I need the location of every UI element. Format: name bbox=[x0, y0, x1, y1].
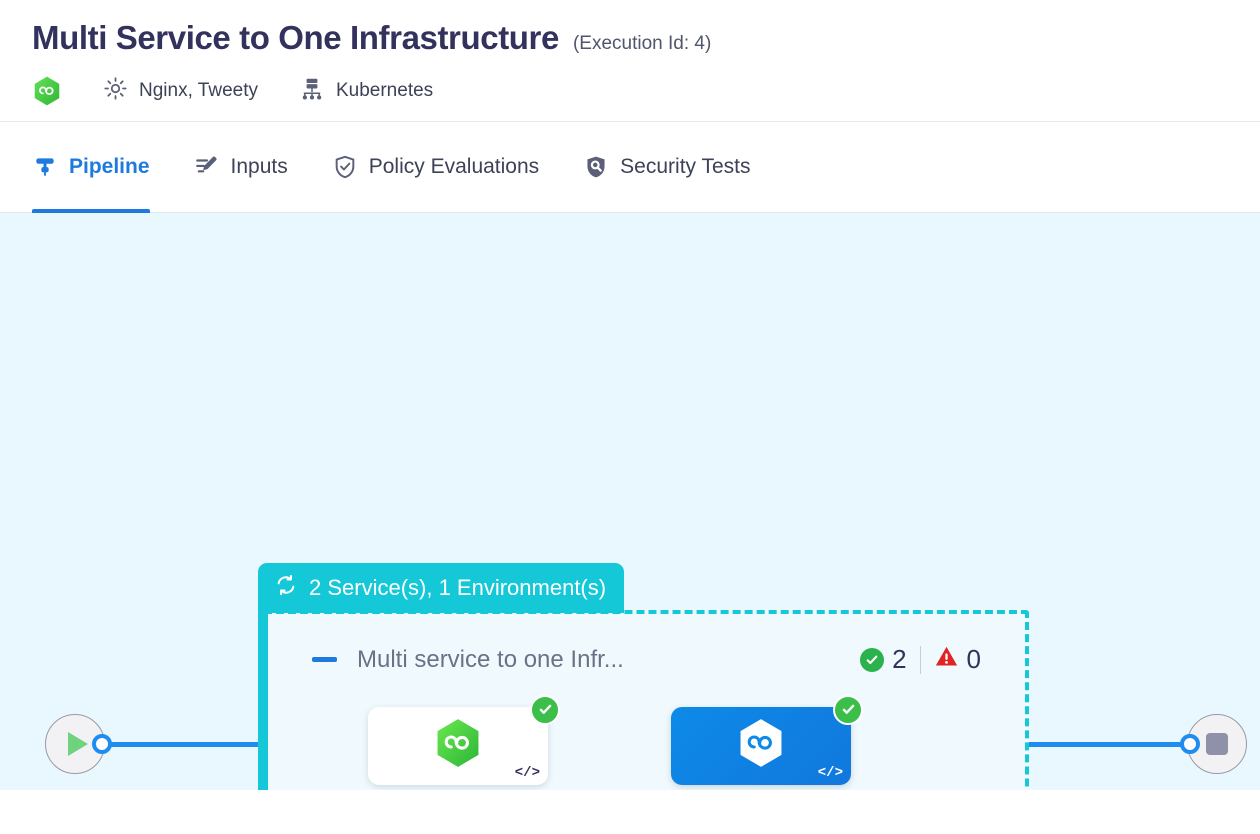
shield-search-icon bbox=[583, 154, 609, 180]
edge-start-to-group bbox=[100, 741, 265, 747]
code-glyph-icon: </> bbox=[817, 764, 843, 781]
end-node-handle[interactable] bbox=[1180, 733, 1200, 754]
service-node-tweety-card[interactable]: </> bbox=[671, 694, 863, 785]
tab-inputs-label: Inputs bbox=[230, 154, 288, 178]
error-count: 0 bbox=[966, 644, 981, 675]
start-node-handle[interactable] bbox=[92, 733, 112, 754]
group-header-label: 2 Service(s), 1 Environment(s) bbox=[309, 574, 607, 600]
hexagon-infinity-logo bbox=[738, 718, 784, 773]
edge-group-to-end bbox=[1022, 741, 1192, 747]
group-title-left: Multi service to one Infr... bbox=[312, 646, 624, 674]
service-node-nginx[interactable]: </> (Nginx): Multi service to one... bbox=[368, 694, 560, 790]
group-title-row: Multi service to one Infr... 2 bbox=[312, 644, 981, 676]
service-node-nginx-card[interactable]: </> bbox=[368, 694, 560, 785]
check-circle-icon bbox=[833, 694, 863, 725]
group-header[interactable]: 2 Service(s), 1 Environment(s) bbox=[258, 562, 625, 613]
title-row: Multi Service to One Infrastructure (Exe… bbox=[32, 18, 1260, 58]
group-body: Multi service to one Infr... 2 bbox=[268, 614, 1025, 790]
services-meta: Nginx, Tweety bbox=[103, 76, 258, 106]
check-circle-icon bbox=[530, 694, 560, 725]
success-count-item: 2 bbox=[860, 644, 907, 675]
tab-policy-evaluations[interactable]: Policy Evaluations bbox=[332, 122, 561, 212]
service-nodes-row: </> (Nginx): Multi service to one... bbox=[312, 694, 981, 790]
page-title: Multi Service to One Infrastructure bbox=[32, 19, 559, 56]
group-left-bar bbox=[258, 610, 268, 790]
play-icon bbox=[68, 731, 88, 756]
tab-bar: Pipeline Inputs Policy Evaluations bbox=[0, 120, 1260, 213]
collapse-minus-icon[interactable] bbox=[312, 657, 337, 663]
count-divider bbox=[919, 645, 921, 674]
gear-icon bbox=[103, 76, 128, 106]
execution-id-label: (Execution Id: 4) bbox=[572, 33, 712, 54]
tab-security-tests-label: Security Tests bbox=[620, 154, 751, 178]
infra-text: Kubernetes bbox=[335, 80, 434, 102]
warning-triangle-icon bbox=[934, 644, 959, 676]
meta-row: Nginx, Tweety Kubernetes bbox=[32, 76, 1260, 107]
shield-check-icon bbox=[332, 154, 358, 180]
group-counts: 2 0 bbox=[860, 644, 981, 676]
tab-policy-evaluations-label: Policy Evaluations bbox=[368, 154, 540, 178]
group-title: Multi service to one Infr... bbox=[357, 645, 624, 673]
tab-pipeline[interactable]: Pipeline bbox=[32, 122, 172, 213]
hexagon-infinity-logo bbox=[32, 76, 62, 106]
stop-icon bbox=[1206, 732, 1228, 755]
edit-pencil-icon bbox=[194, 154, 220, 180]
check-circle-icon bbox=[860, 647, 885, 672]
success-count: 2 bbox=[892, 644, 907, 675]
hexagon-infinity-logo bbox=[435, 718, 481, 773]
pipeline-icon bbox=[32, 154, 58, 180]
tab-pipeline-label: Pipeline bbox=[69, 154, 150, 178]
kubernetes-icon bbox=[299, 76, 325, 107]
page-header: Multi Service to One Infrastructure (Exe… bbox=[0, 0, 1260, 121]
services-text: Nginx, Tweety bbox=[139, 80, 258, 102]
pipeline-canvas[interactable]: 2 Service(s), 1 Environment(s) Multi ser… bbox=[0, 212, 1260, 790]
loop-repeat-icon bbox=[274, 573, 298, 603]
error-count-item: 0 bbox=[934, 644, 981, 676]
code-glyph-icon: </> bbox=[514, 764, 540, 781]
tab-security-tests[interactable]: Security Tests bbox=[583, 122, 772, 212]
service-node-tweety[interactable]: </> (Tweety, {"__uuid":... bbox=[671, 694, 863, 790]
tab-inputs[interactable]: Inputs bbox=[194, 122, 310, 212]
infra-meta: Kubernetes bbox=[299, 76, 433, 107]
group-node[interactable]: 2 Service(s), 1 Environment(s) Multi ser… bbox=[258, 562, 1029, 790]
